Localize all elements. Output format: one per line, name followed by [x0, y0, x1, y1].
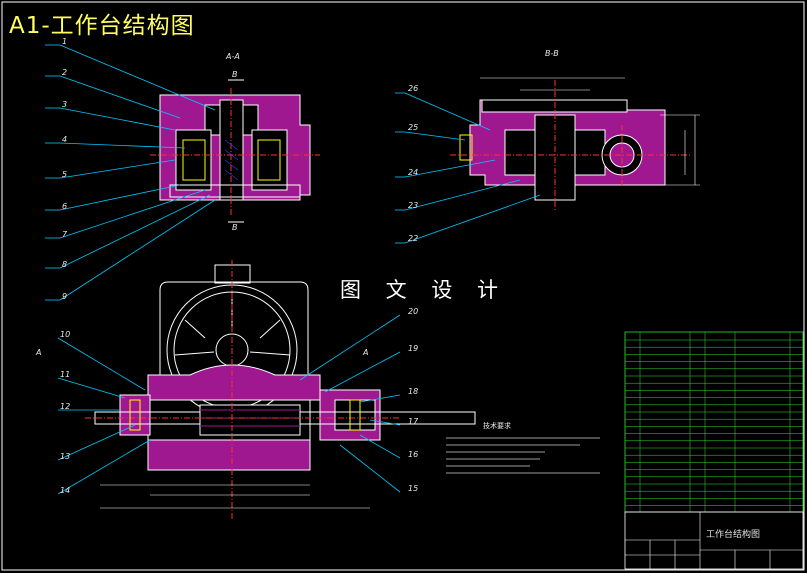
callout-labels-bb: 26 25 24 23 22	[408, 84, 418, 243]
callout-12: 12	[60, 402, 70, 411]
callout-18: 18	[408, 387, 418, 396]
section-mark-b-top: B	[232, 70, 238, 79]
watermark-text: 图 文 设 计	[340, 278, 508, 302]
callout-3: 3	[62, 100, 67, 109]
callout-17: 17	[408, 417, 419, 426]
callout-13: 13	[60, 452, 70, 461]
callout-2: 2	[62, 68, 67, 77]
tech-req-title: 技术要求	[483, 421, 511, 430]
drawing-title: A1-工作台结构图	[9, 13, 195, 39]
callout-11: 11	[60, 370, 70, 379]
callouts-aa	[45, 44, 216, 301]
callout-8: 8	[62, 260, 67, 269]
technical-requirements: 技术要求	[446, 421, 600, 474]
title-block: 工作台结构图	[624, 511, 804, 570]
section-mark-a-right: A	[362, 348, 368, 357]
section-mark-b-bottom: B	[232, 223, 238, 232]
callout-19: 19	[408, 344, 418, 353]
section-bb-view: B-B	[450, 49, 700, 210]
callout-labels-front: 10 11 12 13 14 20 19 18 17 16 15	[60, 307, 419, 495]
section-bb-label: B-B	[545, 49, 559, 58]
callouts-front	[57, 314, 401, 495]
callout-23: 23	[408, 201, 418, 210]
callout-24: 24	[408, 168, 418, 177]
callout-16: 16	[408, 450, 418, 459]
callout-25: 25	[408, 123, 418, 132]
section-aa-label: A-A	[225, 52, 240, 61]
callout-26: 26	[408, 84, 418, 93]
callout-6: 6	[62, 202, 67, 211]
parts-list-table	[624, 331, 804, 513]
callout-20: 20	[408, 307, 418, 316]
callout-22: 22	[408, 234, 418, 243]
callout-5: 5	[62, 170, 67, 179]
callout-labels-aa: 1 2 3 4 5 6 7 8 9	[62, 37, 68, 301]
callout-7: 7	[62, 230, 68, 239]
callout-1: 1	[62, 37, 67, 46]
callout-15: 15	[408, 484, 418, 493]
title-block-name: 工作台结构图	[706, 528, 760, 540]
callouts-bb	[395, 92, 541, 244]
callout-10: 10	[60, 330, 70, 339]
front-view: A A	[35, 260, 476, 520]
section-aa-view: A-A B B	[150, 52, 320, 232]
callout-9: 9	[62, 292, 67, 301]
section-mark-a-left: A	[35, 348, 41, 357]
callout-14: 14	[60, 486, 70, 495]
callout-4: 4	[62, 135, 67, 144]
